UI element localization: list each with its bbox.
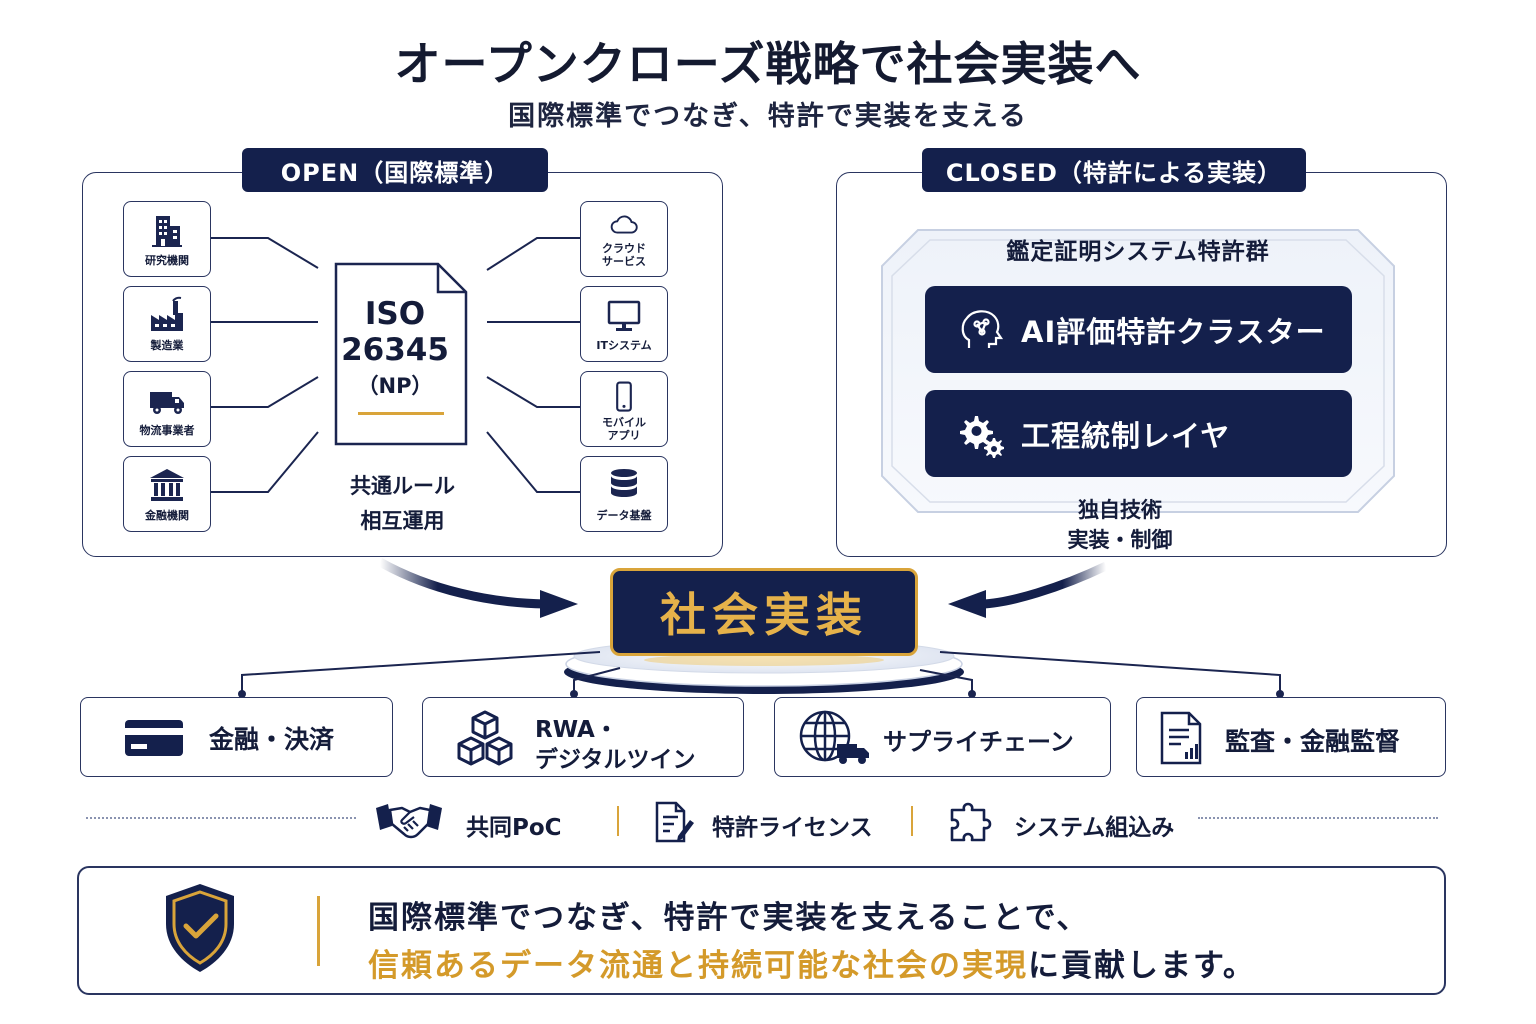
summary-line1: 国際標準でつなぎ、特許で実装を支えることで、 xyxy=(368,900,1090,936)
handshake-icon xyxy=(376,804,442,839)
usecase-label: 監査・金融監督 xyxy=(1225,727,1401,756)
globe-truck-icon xyxy=(799,710,869,764)
stakeholder-label: 金融機関 xyxy=(145,509,189,522)
cloud-icon xyxy=(610,215,638,234)
usecase-label-line1: RWA・ xyxy=(535,717,618,743)
implementation-control-label: 実装・制御 xyxy=(1067,528,1173,552)
usecase-supply-chain: サプライチェーン xyxy=(774,697,1111,777)
coop-separator xyxy=(911,806,913,836)
document-icon xyxy=(334,262,468,446)
usecase-finance: 金融・決済 xyxy=(80,697,393,777)
smartphone-icon xyxy=(616,381,632,412)
summary-box xyxy=(77,866,1446,995)
report-icon xyxy=(1160,711,1202,765)
coop-separator xyxy=(617,806,619,836)
stakeholder-data: データ基盤 xyxy=(580,456,668,532)
cubes-icon xyxy=(457,710,513,766)
page-subtitle: 国際標準でつなぎ、特許で実装を支える xyxy=(508,101,1028,132)
iso-status: （NP） xyxy=(357,374,433,398)
divider-left xyxy=(86,817,356,819)
coop-patent-license: 特許ライセンス xyxy=(712,815,873,841)
truck-icon xyxy=(150,392,184,414)
stakeholder-manufacturing: 製造業 xyxy=(123,286,211,362)
stakeholder-label: データ基盤 xyxy=(596,509,652,522)
process-layer-label: 工程統制レイヤ xyxy=(1021,418,1231,453)
usecase-rwa: RWA・ デジタルツイン xyxy=(422,697,744,777)
interoperability-label: 相互運用 xyxy=(360,509,445,533)
patent-group-title: 鑑定証明システム特許群 xyxy=(1006,239,1270,265)
stakeholder-label: ITシステム xyxy=(596,339,652,352)
iso-number: 26345 xyxy=(341,332,449,368)
stakeholder-cloud: クラウド サービス xyxy=(580,201,668,277)
summary-highlight: 信頼あるデータ流通と持続可能な社会の実現 xyxy=(368,948,1028,984)
closed-tab: CLOSED（特許による実装） xyxy=(922,148,1306,192)
iso-label: ISO xyxy=(364,296,426,332)
database-icon xyxy=(611,469,637,497)
ai-cluster-label: AI評価特許クラスター xyxy=(1021,314,1326,349)
stakeholder-finance: 金融機関 xyxy=(123,456,211,532)
ai-head-icon xyxy=(961,310,1004,348)
stakeholder-mobile: モバイル アプリ xyxy=(580,371,668,447)
ai-patent-cluster: AI評価特許クラスター xyxy=(925,286,1352,373)
puzzle-icon xyxy=(950,802,992,842)
divider-right xyxy=(1198,817,1438,819)
stakeholder-label: モバイル アプリ xyxy=(602,416,646,442)
stakeholder-label: 物流事業者 xyxy=(139,424,195,437)
monitor-icon xyxy=(607,300,641,331)
coop-joint-poc: 共同PoC xyxy=(466,815,562,841)
stakeholder-label: 研究機関 xyxy=(145,254,189,267)
summary-line2-rest: に貢献します。 xyxy=(1028,948,1256,984)
stakeholder-it: ITシステム xyxy=(580,286,668,362)
coop-system-integration: システム組込み xyxy=(1014,815,1175,841)
usecase-label-line2: デジタルツイン xyxy=(535,747,696,773)
usecase-label: サプライチェーン xyxy=(883,728,1074,756)
stakeholder-label: クラウド サービス xyxy=(602,242,646,268)
summary-separator xyxy=(317,896,320,966)
stakeholder-logistics: 物流事業者 xyxy=(123,371,211,447)
credit-card-icon xyxy=(125,720,183,756)
usecase-label: 金融・決済 xyxy=(209,725,335,754)
common-rules-label: 共通ルール xyxy=(350,474,455,498)
stakeholder-label: 製造業 xyxy=(150,339,184,352)
page-title: オープンクローズ戦略で社会実装へ xyxy=(394,37,1142,91)
open-tab: OPEN（国際標準） xyxy=(242,148,548,192)
bank-icon xyxy=(150,469,184,501)
document-pen-icon xyxy=(655,801,694,843)
building-icon xyxy=(152,216,182,247)
stakeholder-research: 研究機関 xyxy=(123,201,211,277)
proprietary-tech-label: 独自技術 xyxy=(1078,498,1162,522)
shield-check-icon xyxy=(166,884,234,972)
social-implementation-hub: 社会実装 xyxy=(610,568,918,656)
factory-icon xyxy=(151,296,183,331)
gears-icon xyxy=(960,416,1004,458)
usecase-audit: 監査・金融監督 xyxy=(1136,697,1446,777)
process-control-layer: 工程統制レイヤ xyxy=(925,390,1352,477)
summary-line2: 信頼あるデータ流通と持続可能な社会の実現に貢献します。 xyxy=(368,940,1256,985)
